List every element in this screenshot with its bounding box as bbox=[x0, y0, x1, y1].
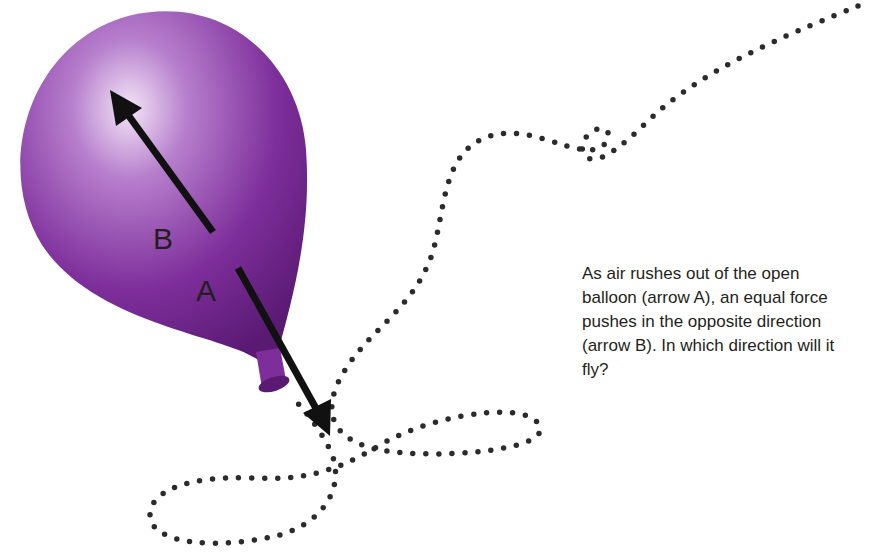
arrow-label: B bbox=[153, 224, 173, 254]
arrow-label: A bbox=[196, 276, 216, 306]
balloon-body bbox=[20, 11, 307, 360]
arrow-b-head bbox=[110, 90, 142, 126]
balloon-knot bbox=[257, 372, 292, 395]
caption-note: As air rushes out of the open balloon (a… bbox=[582, 262, 837, 382]
arrow-a bbox=[238, 268, 318, 412]
arrow-a-head bbox=[303, 399, 331, 436]
arrow-b bbox=[126, 112, 213, 232]
